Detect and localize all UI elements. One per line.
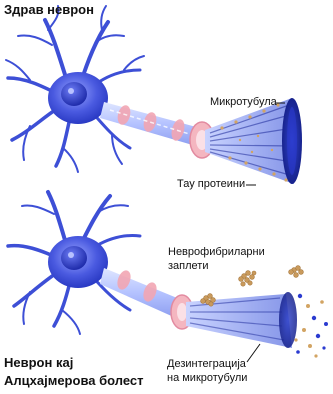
- nucleus: [61, 82, 87, 106]
- tangles-label-line2: заплети: [168, 260, 208, 273]
- disintegration-label-line2: на микротубули: [167, 372, 247, 385]
- axon: [100, 102, 200, 146]
- scattered-particles: [294, 294, 328, 358]
- axon-diseased: [100, 268, 182, 318]
- tau-proteins-label: Тау протеини: [177, 178, 245, 191]
- tangles-label-line1: Неврофибриларни: [168, 246, 265, 259]
- microtubule-cone: [205, 98, 302, 184]
- diseased-neuron: [8, 192, 328, 362]
- nucleolus: [68, 88, 74, 94]
- healthy-neuron-title: Здрав неврон: [4, 3, 94, 18]
- disintegration-label-line1: Дезинтеграција: [167, 358, 246, 371]
- nucleus-diseased: [61, 246, 87, 270]
- diseased-neuron-title-line1: Неврон кај: [4, 356, 73, 371]
- microtubule-label: Микротубула: [210, 96, 277, 109]
- disintegration-pointer: [247, 344, 260, 362]
- diseased-neuron-title-line2: Алцхајмерова болест: [4, 374, 144, 389]
